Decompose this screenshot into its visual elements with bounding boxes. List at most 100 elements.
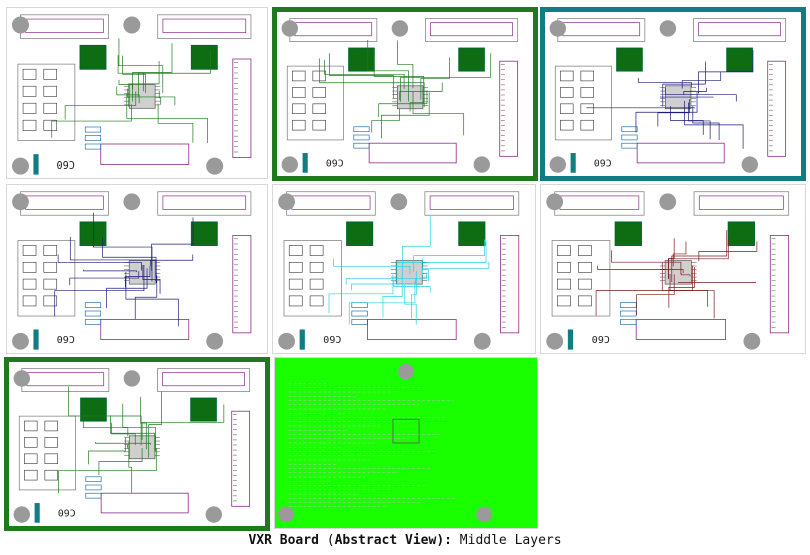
resistor [44, 437, 58, 448]
signal-trace [636, 274, 675, 316]
signal-trace [93, 212, 153, 282]
signal-trace [668, 266, 695, 308]
resistor [560, 87, 574, 98]
header-outline [559, 195, 640, 210]
signal-trace [597, 265, 684, 274]
capacitor [353, 126, 370, 133]
mounting-hole [13, 370, 30, 387]
layer-tile-5[interactable]: C60 [272, 184, 536, 354]
voltage-regulator-chip [726, 47, 753, 72]
layer-tile-6[interactable]: C60 [540, 184, 806, 354]
teal-marker [570, 153, 576, 173]
voltage-regulator-chip [190, 221, 218, 246]
capacitor [620, 310, 637, 317]
mounting-hole [546, 193, 564, 211]
mounting-hole [123, 16, 141, 34]
voltage-regulator-chip [190, 397, 217, 422]
resistor [557, 245, 571, 256]
center-ic [128, 260, 156, 285]
bottom-header [368, 142, 457, 164]
signal-trace [670, 106, 704, 135]
header-outline [25, 195, 104, 210]
resistor [44, 453, 58, 464]
mounting-hole [473, 332, 491, 350]
signal-trace [151, 217, 194, 271]
mounting-hole [281, 156, 298, 173]
resistor [288, 245, 303, 256]
signal-trace [110, 415, 156, 452]
signal-trace [57, 254, 142, 271]
header-outline [162, 18, 247, 33]
capacitor [84, 126, 102, 133]
resistor [24, 469, 38, 481]
signal-trace [688, 102, 711, 140]
signal-trace [138, 50, 211, 97]
resistor [312, 103, 326, 114]
resistor [560, 119, 574, 131]
layer-tile-1[interactable]: C60 [6, 7, 268, 179]
signal-trace [132, 43, 173, 102]
signal-trace [64, 91, 137, 120]
mounting-hole [741, 156, 758, 173]
signal-trace [635, 92, 698, 133]
component-block [18, 415, 76, 491]
voltage-regulator-chip [616, 47, 643, 72]
signal-trace [122, 403, 157, 452]
signal-trace [409, 93, 425, 112]
signal-trace [117, 55, 144, 92]
side-connector [232, 235, 252, 334]
header-outline [698, 195, 784, 210]
resistor [580, 119, 594, 131]
resistor [288, 261, 303, 273]
side-connector [500, 235, 520, 334]
signal-trace [378, 90, 428, 117]
capacitor [621, 126, 638, 133]
capacitor [84, 319, 102, 325]
signal-trace [69, 271, 140, 286]
signal-trace [134, 275, 158, 320]
resistor [292, 119, 306, 131]
layer-tile-3[interactable]: C60 [540, 7, 806, 181]
signal-trace [698, 50, 754, 94]
mounting-hole [12, 332, 29, 350]
mounting-hole [13, 506, 30, 523]
capacitor [85, 484, 102, 491]
layer-tile-4[interactable]: C60 [6, 184, 268, 354]
layer-tile-8[interactable] [274, 357, 538, 529]
caption-paren-close: ): [436, 533, 452, 548]
mounting-hole [123, 193, 141, 211]
signal-trace [88, 437, 126, 465]
side-connector [231, 410, 251, 507]
layer-tile-2[interactable]: C60 [272, 7, 538, 181]
voltage-regulator-chip [727, 221, 755, 246]
signal-trace [328, 274, 394, 314]
bottom-header [100, 492, 189, 514]
signal-trace [680, 273, 691, 277]
connector-header [20, 14, 109, 39]
header-outline [291, 195, 371, 210]
resistor [292, 87, 306, 98]
silkscreen-label: C60 [57, 333, 75, 344]
connector-header [21, 368, 110, 392]
signal-trace [382, 275, 403, 318]
layer-tile-7[interactable]: C60 [4, 357, 270, 531]
signal-trace [397, 40, 414, 89]
mounting-hole [278, 193, 295, 211]
capacitor [353, 142, 370, 149]
resistor [22, 278, 37, 290]
signal-trace [345, 272, 427, 285]
signal-trace [669, 273, 709, 307]
mounting-hole [11, 157, 29, 175]
mounting-hole [391, 20, 409, 37]
resistor [22, 245, 37, 256]
signal-trace [373, 49, 425, 104]
voltage-regulator-chip [79, 221, 107, 246]
silkscreen-label: C60 [594, 157, 612, 168]
connector-header [693, 18, 787, 42]
signal-trace [683, 87, 707, 95]
resistor [43, 245, 58, 256]
mounting-hole [549, 156, 566, 173]
signal-trace [664, 87, 737, 102]
teal-marker [567, 329, 574, 350]
mounting-hole [206, 332, 224, 350]
